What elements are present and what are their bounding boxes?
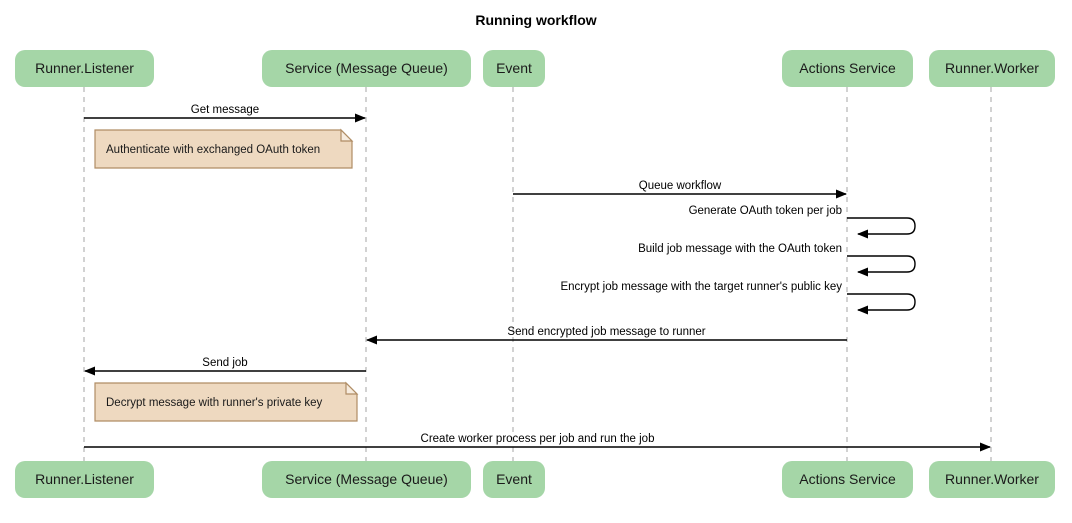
message-label-get-message: Get message [191, 104, 259, 116]
participant-label-actions-service: Actions Service [799, 471, 896, 487]
participant-box-event[interactable] [483, 461, 545, 498]
message-create-worker-process[interactable]: Create worker process per job and run th… [84, 433, 991, 452]
message-label-generate-oauth-token-per-job: Generate OAuth token per job [689, 205, 842, 217]
participant-runner-listener-bottom[interactable]: Runner.Listener [15, 461, 154, 498]
message-build-job-message[interactable]: Build job message with the OAuth token [638, 243, 916, 277]
participant-box-runner-listener[interactable] [15, 461, 154, 498]
message-send-encrypted-job-message[interactable]: Send encrypted job message to runner [366, 326, 847, 345]
message-label-send-encrypted-job-message: Send encrypted job message to runner [507, 326, 705, 338]
participant-event-bottom[interactable]: Event [483, 461, 545, 498]
message-line-encrypt-job-message [847, 293, 916, 315]
message-send-job[interactable]: Send job [84, 357, 366, 376]
participant-box-event[interactable] [483, 50, 545, 87]
participants-top-group: Runner.Listener Service (Message Queue) Ev… [15, 50, 1055, 87]
participant-label-runner-listener: Runner.Listener [35, 60, 134, 76]
participant-label-runner-worker: Runner.Worker [945, 471, 1039, 487]
note-label-note-decrypt: Decrypt message with runner's private ke… [106, 397, 323, 409]
note-fold-corner-icon [345, 381, 359, 395]
participant-actions-service-bottom[interactable]: Actions Service [782, 461, 913, 498]
participant-event-top[interactable]: Event [483, 50, 545, 87]
participant-label-service-message-queue: Service (Message Queue) [285, 471, 448, 487]
message-line-build-job-message [847, 255, 916, 277]
participant-service-message-queue-bottom[interactable]: Service (Message Queue) [262, 461, 471, 498]
note-label-note-authenticate: Authenticate with exchanged OAuth token [106, 144, 320, 156]
note-decrypt[interactable]: Decrypt message with runner's private ke… [94, 381, 359, 422]
message-queue-workflow[interactable]: Queue workflow [513, 180, 847, 199]
participant-box-runner-worker[interactable] [929, 461, 1055, 498]
participant-runner-listener-top[interactable]: Runner.Listener [15, 50, 154, 87]
note-authenticate[interactable]: Authenticate with exchanged OAuth token [94, 128, 354, 169]
lifelines-group [83, 87, 992, 461]
participant-actions-service-top[interactable]: Actions Service [782, 50, 913, 87]
participant-label-event: Event [496, 471, 532, 487]
message-label-create-worker-process: Create worker process per job and run th… [421, 433, 655, 445]
note-body-note-decrypt [94, 382, 358, 422]
participant-box-service-message-queue[interactable] [262, 50, 471, 87]
message-generate-oauth-token-per-job[interactable]: Generate OAuth token per job [689, 205, 916, 239]
note-body-note-authenticate [94, 129, 353, 169]
message-encrypt-job-message[interactable]: Encrypt job message with the target runn… [560, 281, 916, 315]
participant-box-actions-service[interactable] [782, 50, 913, 87]
participant-service-message-queue-top[interactable]: Service (Message Queue) [262, 50, 471, 87]
participant-label-event: Event [496, 60, 532, 76]
notes-group: Authenticate with exchanged OAuth tokenD… [94, 128, 359, 422]
participant-label-actions-service: Actions Service [799, 60, 896, 76]
message-label-encrypt-job-message: Encrypt job message with the target runn… [560, 281, 842, 293]
message-label-queue-workflow: Queue workflow [639, 180, 722, 192]
message-line-generate-oauth-token-per-job [847, 217, 916, 239]
participant-box-service-message-queue[interactable] [262, 461, 471, 498]
participant-box-actions-service[interactable] [782, 461, 913, 498]
participants-bottom-group: Runner.Listener Service (Message Queue) Ev… [15, 461, 1055, 498]
page-title: Running workflow [475, 12, 596, 28]
participant-label-runner-listener: Runner.Listener [35, 471, 134, 487]
message-label-build-job-message: Build job message with the OAuth token [638, 243, 842, 255]
participant-runner-worker-bottom[interactable]: Runner.Worker [929, 461, 1055, 498]
participant-box-runner-listener[interactable] [15, 50, 154, 87]
message-label-send-job: Send job [202, 357, 247, 369]
message-get-message[interactable]: Get message [84, 104, 366, 123]
participant-label-runner-worker: Runner.Worker [945, 60, 1039, 76]
participant-box-runner-worker[interactable] [929, 50, 1055, 87]
note-fold-corner-icon [340, 128, 354, 142]
participant-label-service-message-queue: Service (Message Queue) [285, 60, 448, 76]
participant-runner-worker-top[interactable]: Runner.Worker [929, 50, 1055, 87]
